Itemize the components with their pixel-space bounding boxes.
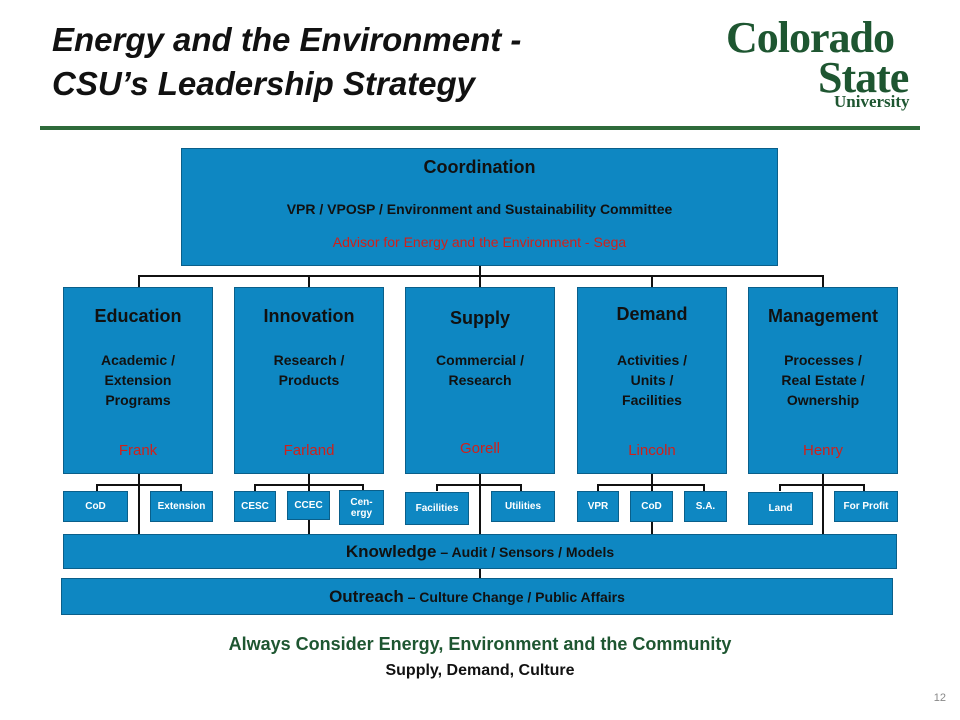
knowledge-detail: – Audit / Sensors / Models [436,544,615,560]
connector-trunk [479,266,481,276]
knowledge-bar: Knowledge – Audit / Sensors / Models [63,534,897,569]
pillar-description-line: Commercial / [436,352,524,368]
connector-drop [651,275,653,287]
bracket-tick [254,484,256,491]
csu-logo: Colorado State University [722,14,922,114]
connector-horizontal [138,275,824,277]
pillar-heading: Management [767,306,879,326]
subbox-ccec: CCEC [287,491,330,520]
title-line-2: CSU’s Leadership Strategy [52,65,476,102]
pillar-description-line: Units / [630,372,674,388]
stem-management [822,474,824,534]
bracket-tick [520,484,522,491]
title-line-1: Energy and the Environment - [52,21,522,58]
pillar-heading: Education [94,306,182,326]
stem-supply [479,474,481,578]
pillar-lead: Frank [118,442,158,459]
bracket-tick [180,484,182,491]
subbox-cod: CoD [63,491,128,522]
pillar-description-line: Research / [273,352,345,368]
pillar-heading: Supply [449,308,510,328]
page-title: Energy and the Environment - CSU’s Leade… [52,18,692,106]
footer-subtitle: Supply, Demand, Culture [385,662,575,679]
stem-education [138,474,140,534]
subbox-cesc: CESC [234,491,276,522]
subbox-cenergy: Cen- ergy [339,490,384,525]
pillar-description: Activities / Units / Facilities [578,350,726,410]
logo-line-3: University [834,92,910,111]
subbox-for-profit: For Profit [834,491,898,522]
bracket-tick [436,484,438,491]
footer-tagline: Always Consider Energy, Environment and … [228,634,732,654]
pillar-lead: Farland [283,442,335,459]
outreach-label: Outreach [329,587,404,606]
header-divider [40,126,920,130]
pillar-description: Research / Products [235,350,383,390]
bracket-tick [779,484,781,491]
pillar-heading: Demand [616,304,688,324]
page-number: 12 [933,692,946,704]
subbox-vpr: VPR [577,491,619,522]
subbox-sa: S.A. [684,491,727,522]
bracket-tick [597,484,599,491]
pillar-description: Processes / Real Estate / Ownership [749,350,897,410]
pillar-description-line: Facilities [622,392,682,408]
pillar-demand: Demand Activities / Units / Facilities L… [577,287,727,474]
logo-line-1: Colorado [726,13,895,62]
pillar-supply: Supply Commercial / Research Gorell [405,287,555,474]
bracket-tick [703,484,705,491]
bracket-tick [96,484,98,491]
connector-drop [308,275,310,287]
connector-drop [479,275,481,287]
pillar-management: Management Processes / Real Estate / Own… [748,287,898,474]
outreach-detail: – Culture Change / Public Affairs [403,589,625,605]
pillar-description-line: Activities / [616,352,688,368]
pillar-description-line: Academic / [101,352,175,368]
coordination-heading: Coordination [423,157,536,177]
pillar-description-line: Real Estate / [781,372,865,388]
logo-line-2: State [818,53,909,102]
connector-drop [822,275,824,287]
subbox-extension: Extension [150,491,213,522]
pillar-description-line: Programs [105,392,171,408]
pillar-description-line: Research [448,372,512,388]
pillar-description-line: Extension [104,372,172,388]
bracket-tick [863,484,865,491]
subbox-utilities: Utilities [491,491,555,522]
connector-drop [138,275,140,287]
pillar-description: Academic / Extension Programs [64,350,212,410]
pillar-innovation: Innovation Research / Products Farland [234,287,384,474]
pillar-description-line: Processes / [784,352,862,368]
knowledge-label: Knowledge [345,542,437,561]
pillar-lead: Lincoln [628,442,676,459]
pillar-lead: Gorell [459,440,500,457]
pillar-education: Education Academic / Extension Programs … [63,287,213,474]
pillar-heading: Innovation [263,306,355,326]
outreach-bar: Outreach – Culture Change / Public Affai… [61,578,893,615]
pillar-description: Commercial / Research [406,350,554,390]
coordination-box: Coordination VPR / VPOSP / Environment a… [181,148,778,266]
bracket-tick [362,484,364,491]
pillar-description-line: Products [278,372,340,388]
coordination-advisor: Advisor for Energy and the Environment -… [332,234,627,250]
subbox-land: Land [748,492,813,525]
coordination-committee: VPR / VPOSP / Environment and Sustainabi… [286,201,673,217]
subbox-facilities: Facilities [405,492,469,525]
subbox-cod: CoD [630,491,673,522]
pillar-lead: Henry [802,442,843,459]
pillar-description-line: Ownership [786,392,860,408]
